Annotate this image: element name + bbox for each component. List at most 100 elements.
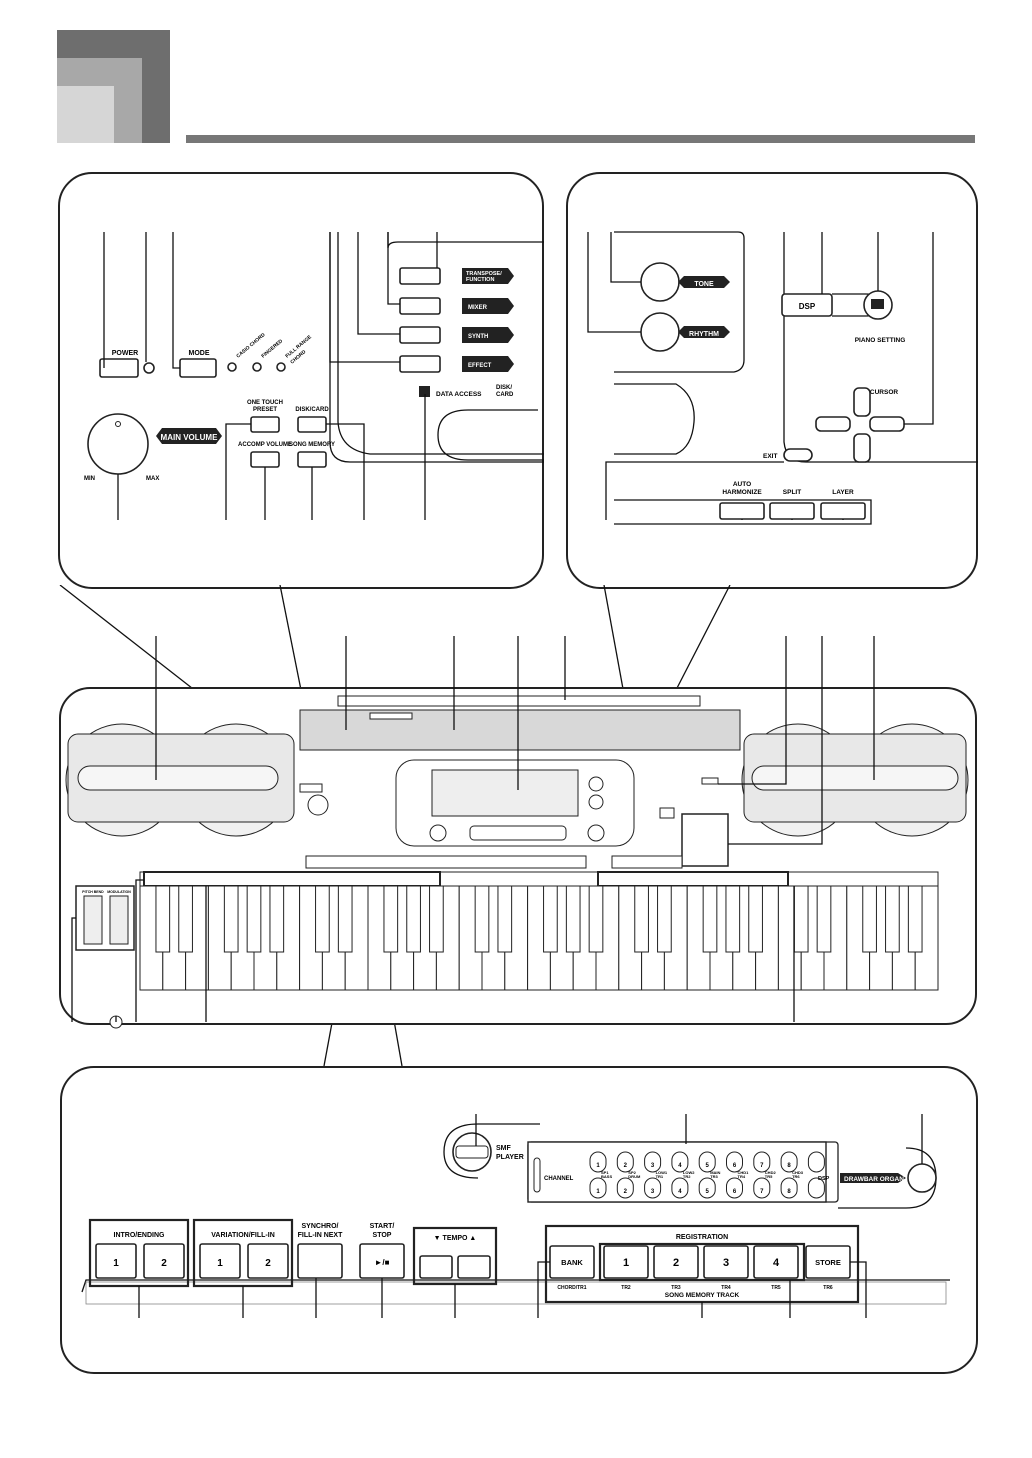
channel-down-button[interactable] bbox=[780, 1177, 798, 1199]
auto-harmonize-button[interactable] bbox=[719, 502, 765, 520]
accomp-volume-button[interactable] bbox=[250, 451, 280, 468]
black-key[interactable] bbox=[634, 885, 649, 953]
exit-button[interactable] bbox=[783, 448, 813, 462]
channel-up-button[interactable] bbox=[807, 1151, 825, 1173]
split-button[interactable] bbox=[769, 502, 815, 520]
channel-number: 6 bbox=[733, 1163, 737, 1169]
song-memory-button[interactable] bbox=[297, 451, 327, 468]
synth-button[interactable] bbox=[399, 326, 441, 344]
black-key[interactable] bbox=[748, 885, 763, 953]
channel-down-button[interactable] bbox=[644, 1177, 662, 1199]
svg-text:DISK/CARD: DISK/CARD bbox=[295, 407, 329, 413]
channel-up-button[interactable] bbox=[726, 1151, 743, 1173]
transpose-button[interactable] bbox=[399, 267, 441, 285]
main-volume-knob[interactable] bbox=[87, 413, 149, 475]
intro-ending-2-button[interactable] bbox=[143, 1243, 185, 1279]
synchro-fill-in-next-button[interactable] bbox=[297, 1243, 343, 1279]
svg-text:CURSOR: CURSOR bbox=[870, 389, 898, 396]
black-key[interactable] bbox=[702, 885, 718, 953]
channel-up-button[interactable] bbox=[644, 1151, 662, 1173]
black-key[interactable] bbox=[565, 885, 581, 953]
tempo-down-button[interactable] bbox=[419, 1255, 453, 1279]
registration-1-button[interactable] bbox=[603, 1245, 649, 1279]
variation-fill-in-2-button[interactable] bbox=[247, 1243, 289, 1279]
one-touch-preset-button[interactable] bbox=[250, 416, 280, 433]
layer-button[interactable] bbox=[820, 502, 866, 520]
svg-text:MODE: MODE bbox=[189, 350, 210, 357]
black-key[interactable] bbox=[816, 885, 832, 953]
mixer-button[interactable] bbox=[399, 297, 441, 315]
black-key[interactable] bbox=[269, 885, 285, 953]
black-key[interactable] bbox=[862, 885, 877, 953]
tempo-up-button[interactable] bbox=[457, 1255, 491, 1279]
drawbar-organ-button[interactable] bbox=[907, 1163, 937, 1193]
svg-text:ONE TOUCH: ONE TOUCH bbox=[247, 400, 283, 406]
disk-card-button[interactable] bbox=[297, 416, 327, 433]
channel-down-button[interactable] bbox=[589, 1177, 607, 1199]
svg-text:FINGERED: FINGERED bbox=[260, 338, 284, 359]
channel-up-button[interactable] bbox=[589, 1151, 607, 1173]
channel-down-button[interactable] bbox=[616, 1177, 634, 1199]
tone-dial[interactable] bbox=[640, 262, 680, 302]
channel-label: TR6 bbox=[792, 1174, 800, 1179]
svg-text:SONG MEMORY TRACK: SONG MEMORY TRACK bbox=[665, 1292, 740, 1299]
cursor-up[interactable] bbox=[853, 387, 871, 417]
black-key[interactable] bbox=[246, 885, 262, 953]
svg-text:1: 1 bbox=[113, 1258, 119, 1269]
registration-2-button[interactable] bbox=[653, 1245, 699, 1279]
channel-up-button[interactable] bbox=[616, 1151, 634, 1173]
svg-text:▼ TEMPO ▲: ▼ TEMPO ▲ bbox=[434, 1235, 477, 1242]
dsp-button[interactable] bbox=[781, 293, 833, 317]
cursor-left[interactable] bbox=[815, 416, 851, 432]
channel-up-button[interactable] bbox=[671, 1151, 689, 1173]
channel-up-button[interactable] bbox=[698, 1151, 716, 1173]
black-key[interactable] bbox=[337, 885, 353, 953]
svg-text:LAYER: LAYER bbox=[832, 489, 854, 496]
mode-button[interactable] bbox=[179, 358, 217, 378]
channel-down-button[interactable] bbox=[671, 1177, 689, 1199]
black-key[interactable] bbox=[588, 885, 604, 953]
channel-number: 6 bbox=[733, 1189, 737, 1195]
channel-down-button[interactable] bbox=[753, 1177, 771, 1199]
channel-down-button[interactable] bbox=[698, 1177, 716, 1199]
black-key[interactable] bbox=[885, 885, 900, 953]
cursor-right[interactable] bbox=[869, 416, 905, 432]
black-key[interactable] bbox=[406, 885, 421, 953]
svg-text:MIN: MIN bbox=[84, 476, 95, 482]
svg-text:TR6: TR6 bbox=[823, 1285, 833, 1291]
mode-led-casio bbox=[227, 362, 237, 372]
variation-fill-in-1-button[interactable] bbox=[199, 1243, 241, 1279]
black-key[interactable] bbox=[543, 885, 558, 953]
black-key[interactable] bbox=[907, 885, 923, 953]
cursor-down[interactable] bbox=[853, 433, 871, 463]
intro-ending-1-button[interactable] bbox=[95, 1243, 137, 1279]
pitch-bend-wheel[interactable] bbox=[83, 895, 103, 945]
channel-down-button[interactable] bbox=[807, 1177, 825, 1199]
lcd-display bbox=[431, 769, 579, 817]
black-key[interactable] bbox=[223, 885, 239, 953]
effect-button[interactable] bbox=[399, 355, 441, 373]
black-key[interactable] bbox=[497, 885, 513, 953]
modulation-wheel[interactable] bbox=[109, 895, 129, 945]
rhythm-dial[interactable] bbox=[640, 312, 680, 352]
black-key[interactable] bbox=[155, 885, 171, 953]
channel-up-button[interactable] bbox=[753, 1151, 771, 1173]
channel-number: 4 bbox=[678, 1189, 682, 1195]
black-key[interactable] bbox=[429, 885, 444, 953]
black-key[interactable] bbox=[178, 885, 193, 953]
registration-4-button[interactable] bbox=[753, 1245, 799, 1279]
registration-3-button[interactable] bbox=[703, 1245, 749, 1279]
black-key[interactable] bbox=[315, 885, 330, 953]
black-key[interactable] bbox=[474, 885, 490, 953]
channel-down-button[interactable] bbox=[726, 1177, 743, 1199]
black-key[interactable] bbox=[793, 885, 809, 953]
channel-up-button[interactable] bbox=[780, 1151, 798, 1173]
channel-label: LOW2 bbox=[683, 1170, 695, 1175]
channel-number: 3 bbox=[651, 1189, 655, 1195]
channel-label: BASS bbox=[601, 1174, 612, 1179]
black-key[interactable] bbox=[383, 885, 399, 953]
power-button[interactable] bbox=[99, 358, 139, 378]
black-key[interactable] bbox=[725, 885, 741, 953]
black-key[interactable] bbox=[657, 885, 672, 953]
svg-text:TRANSPOSE/: TRANSPOSE/ bbox=[466, 271, 502, 277]
